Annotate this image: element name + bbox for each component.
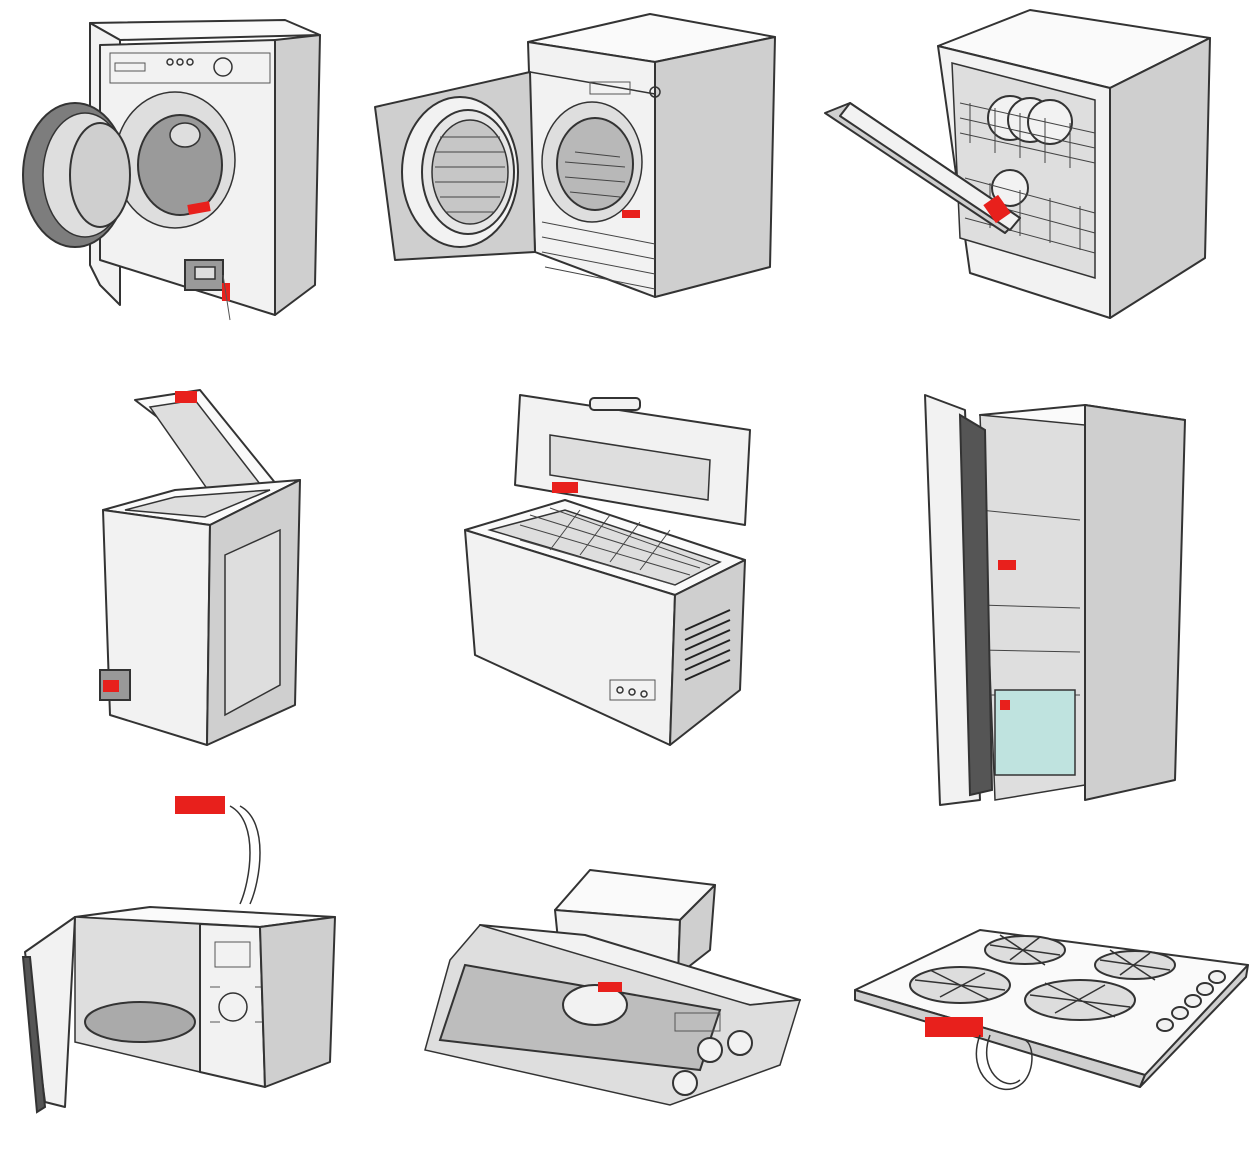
label-sticker <box>622 210 640 218</box>
microwave-oven <box>21 796 336 1114</box>
washing-machine <box>22 19 321 321</box>
label-sticker <box>998 560 1016 570</box>
label-sticker <box>552 482 578 493</box>
label-sticker <box>187 201 211 215</box>
dishwasher <box>824 9 1211 319</box>
refrigerator <box>924 394 1186 806</box>
label-sticker <box>175 391 197 403</box>
label-sticker <box>1000 700 1010 710</box>
label-sticker <box>175 796 225 814</box>
chest-freezer <box>464 394 751 746</box>
label-sticker <box>103 680 119 692</box>
tumble-dryer <box>374 13 776 298</box>
cooker-hood <box>424 869 802 1106</box>
label-sticker <box>983 194 1011 224</box>
top-loading-washer <box>99 389 301 746</box>
label-sticker <box>598 982 622 992</box>
label-sticker <box>925 1017 983 1037</box>
gas-hob <box>854 929 1249 1091</box>
